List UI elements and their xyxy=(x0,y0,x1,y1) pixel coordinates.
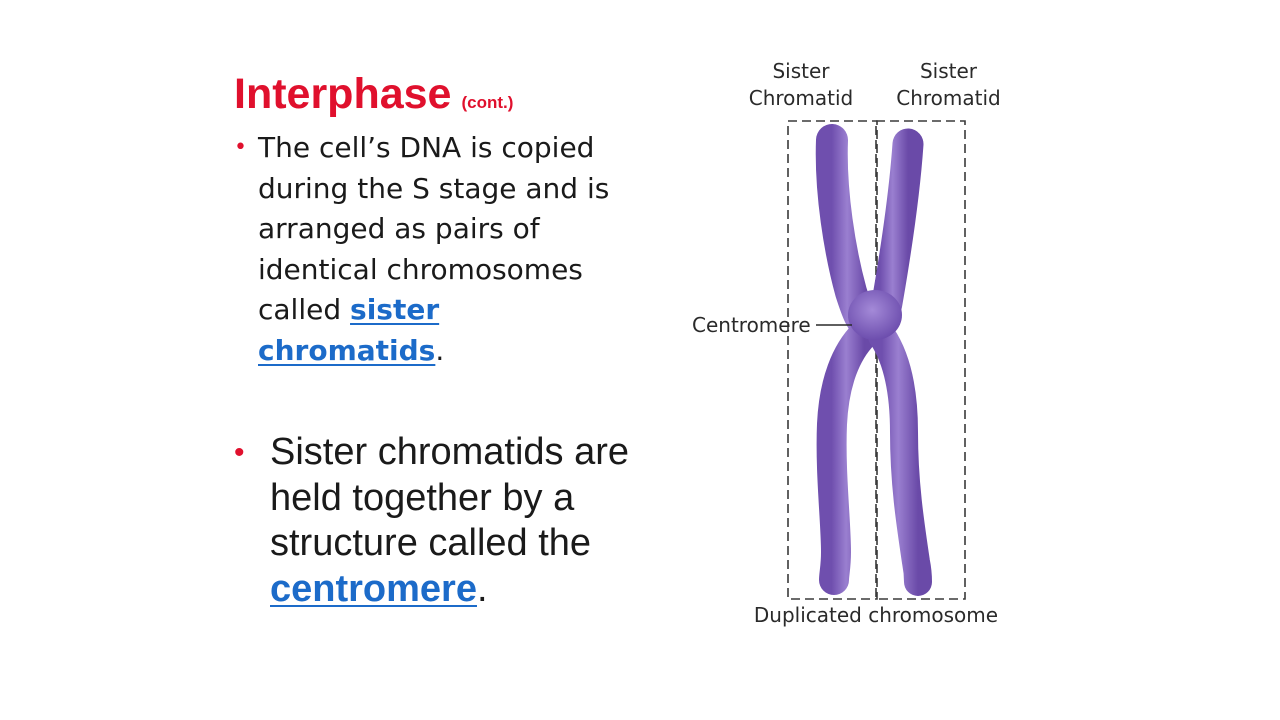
bullet-centromere: • Sister chromatids are held together by… xyxy=(234,430,684,612)
label-centromere: Centromere xyxy=(692,313,811,337)
chromosome-illustration xyxy=(787,120,966,600)
label-line: Sister xyxy=(919,59,978,83)
label-duplicated-chromosome: Duplicated chromosome xyxy=(753,603,999,627)
bullet-text-body: The cell’s DNA is copied during the S st… xyxy=(258,131,610,326)
slide-title: Interphase (cont.) xyxy=(234,66,513,131)
title-suffix: (cont.) xyxy=(461,93,514,112)
right-chromatid-box xyxy=(875,120,966,600)
label-sister-chromatid-left: Sister Chromatid xyxy=(746,58,856,112)
term-centromere[interactable]: centromere xyxy=(270,567,477,610)
label-line: Sister xyxy=(772,59,830,83)
bullet-text-body: Sister chromatids are held together by a… xyxy=(270,431,630,564)
bullet-dna-copied: • The cell’s DNA is copied during the S … xyxy=(234,128,634,371)
left-chromatid-box xyxy=(787,120,878,600)
title-main: Interphase xyxy=(234,70,452,118)
bullet-marker: • xyxy=(234,436,245,469)
bullet-text-end: . xyxy=(476,567,488,610)
label-sister-chromatid-right: Sister Chromatid xyxy=(886,58,1011,112)
bullet-text: Sister chromatids are held together by a… xyxy=(270,430,684,612)
left-chromatid xyxy=(815,124,882,595)
bullet-text: The cell’s DNA is copied during the S st… xyxy=(258,128,634,371)
centromere-shape xyxy=(848,290,902,340)
bullet-text-end: . xyxy=(435,333,445,367)
label-line: Chromatid xyxy=(896,86,1001,110)
label-line: Chromatid xyxy=(748,86,854,110)
term-sister-chromatids[interactable]: sister chromatids xyxy=(258,293,440,367)
bullet-marker: • xyxy=(234,135,247,160)
chromosome-diagram: Sister Chromatid Sister Chromatid Centro… xyxy=(686,52,1016,642)
right-chromatid xyxy=(864,128,932,596)
